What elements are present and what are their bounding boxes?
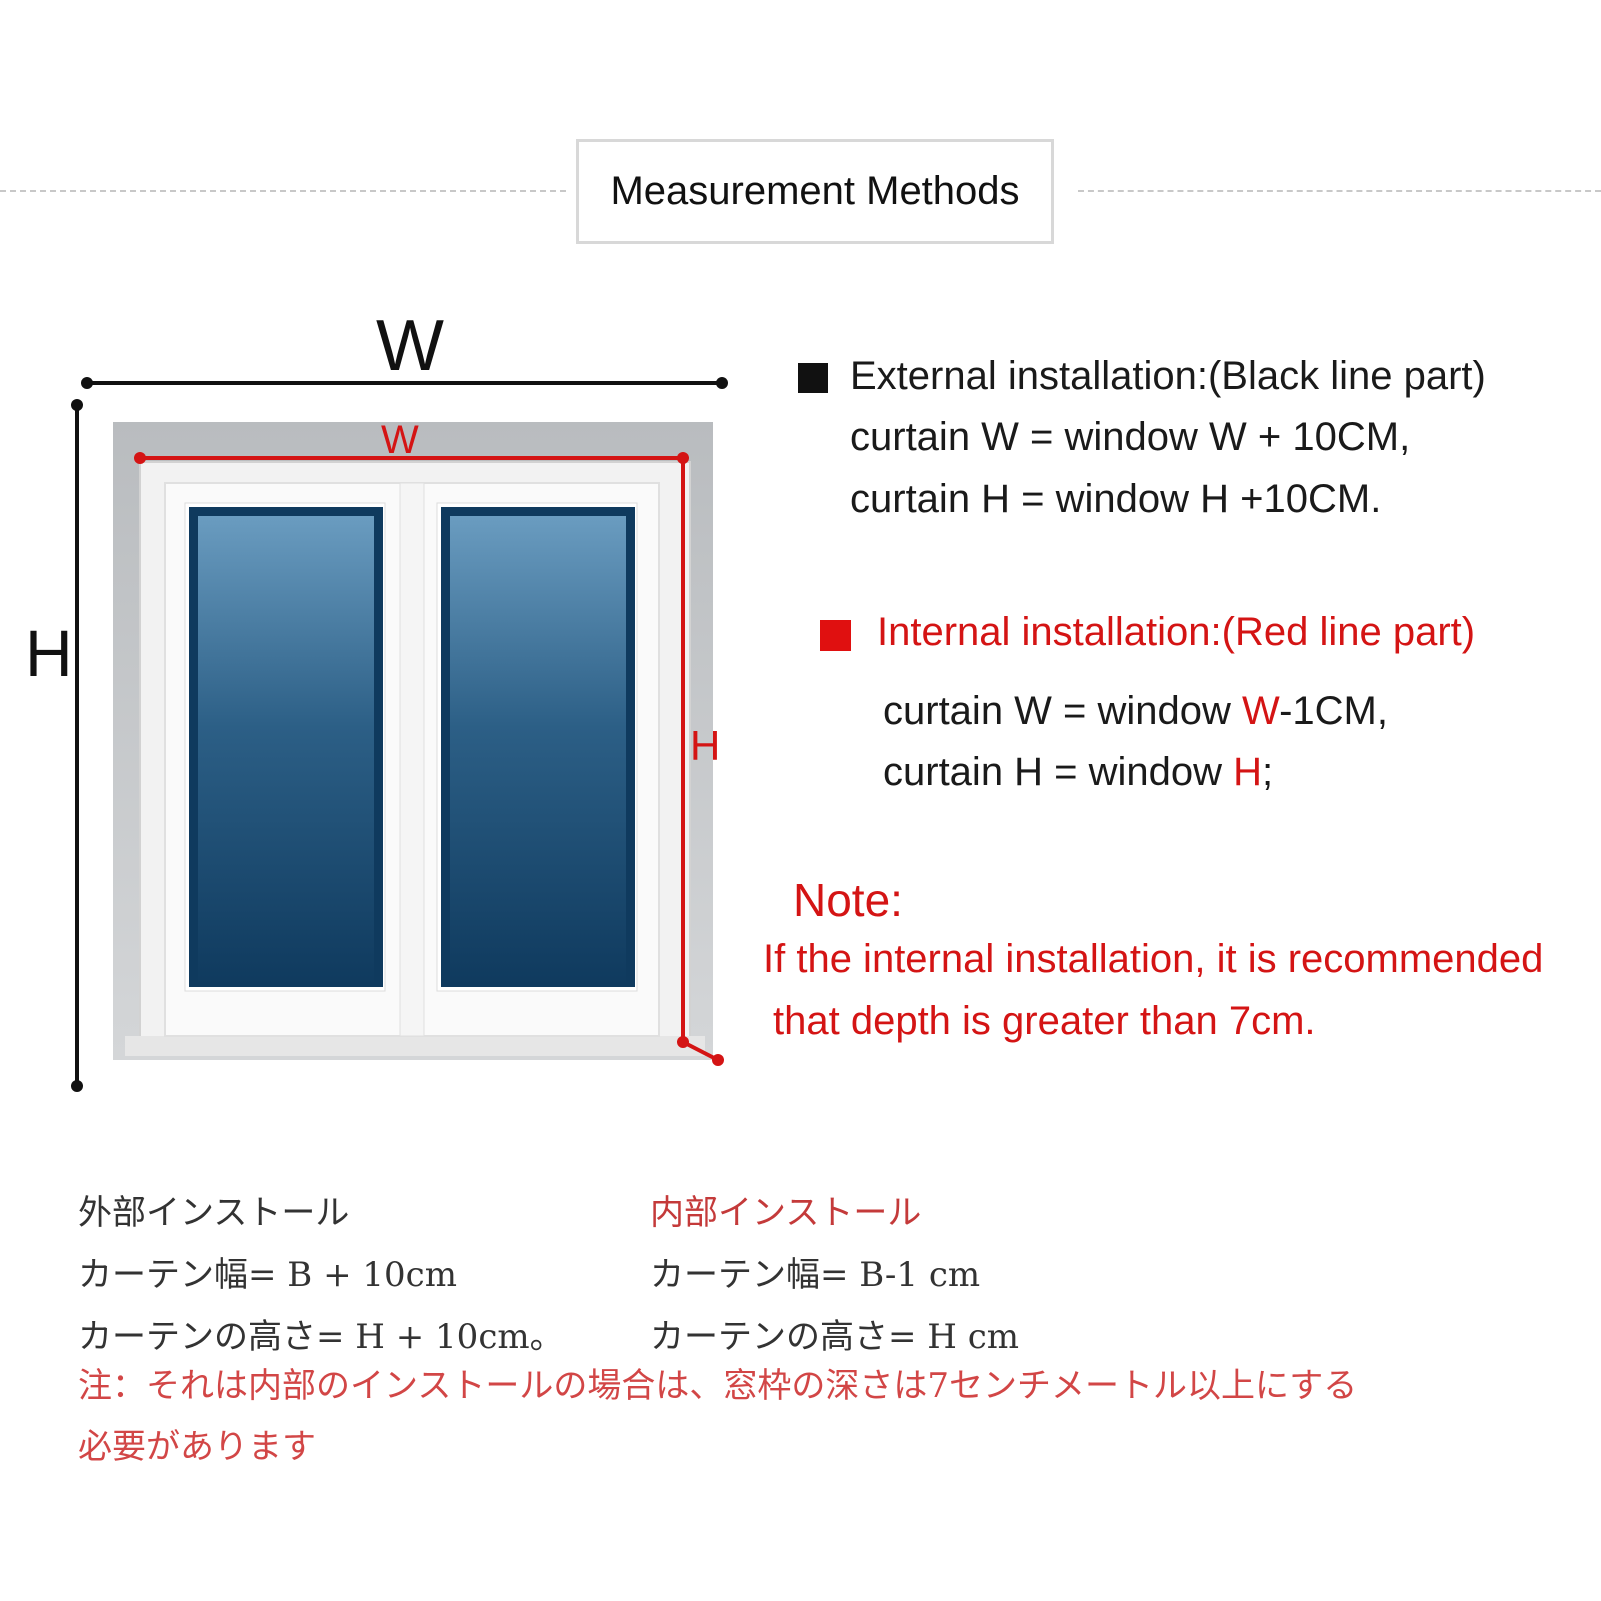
jp-note-line-1: 注：それは内部のインストールの場合は、窓枠の深さは7センチメートル以上にする <box>78 1366 1358 1406</box>
internal-height-formula: curtain H = window H; <box>883 749 1273 795</box>
left-glass <box>198 516 374 986</box>
red-square-icon <box>820 620 851 651</box>
outer-width-end-right <box>716 377 728 389</box>
internal-width-highlight: W <box>1242 689 1280 733</box>
inner-width-label: W <box>381 418 419 462</box>
inner-height-label: H <box>690 722 721 769</box>
external-width-formula: curtain W = window W + 10CM, <box>850 415 1411 459</box>
outer-width-label: W <box>376 306 444 386</box>
outer-height-label: H <box>25 616 73 690</box>
jp-external-title: 外部インストール <box>78 1193 350 1233</box>
internal-height-highlight: H <box>1233 750 1263 794</box>
note-line-2: that depth is greater than 7cm. <box>773 999 1316 1043</box>
internal-width-formula: curtain W = window W-1CM, <box>883 688 1388 734</box>
outer-height-end-bottom <box>71 1080 83 1092</box>
depth-line <box>682 1040 719 1062</box>
window-sill <box>125 1036 705 1056</box>
jp-internal-height: カーテンの高さ= H cm <box>650 1317 1020 1357</box>
jp-internal-width: カーテン幅= B-1 cm <box>650 1255 981 1295</box>
window-mullion <box>399 482 425 1037</box>
external-height-formula: curtain H = window H +10CM. <box>850 477 1382 521</box>
jp-internal-title: 内部インストール <box>650 1193 922 1233</box>
internal-height-suffix: ; <box>1262 750 1274 794</box>
jp-external-width: カーテン幅= B + 10cm <box>78 1255 457 1295</box>
internal-width-suffix: -1CM, <box>1279 689 1388 733</box>
inner-width-end-left <box>134 452 146 464</box>
right-glass <box>450 516 626 986</box>
divider-right <box>1078 190 1601 192</box>
external-heading: External installation:(Black line part) <box>850 354 1486 398</box>
note-line-1: If the internal installation, it is reco… <box>763 937 1544 981</box>
divider-left <box>0 190 566 192</box>
page-title: Measurement Methods <box>576 139 1054 244</box>
outer-width-end-left <box>81 377 93 389</box>
jp-note-line-2: 必要があります <box>78 1427 316 1467</box>
depth-end <box>712 1054 724 1066</box>
jp-external-height: カーテンの高さ= H + 10cm。 <box>78 1317 564 1357</box>
outer-height-end-top <box>71 399 83 411</box>
note-title: Note: <box>793 874 903 926</box>
black-square-icon <box>798 363 828 393</box>
internal-width-prefix: curtain W = window <box>883 689 1243 733</box>
internal-heading: Internal installation:(Red line part) <box>877 610 1476 654</box>
internal-height-prefix: curtain H = window <box>883 750 1234 794</box>
